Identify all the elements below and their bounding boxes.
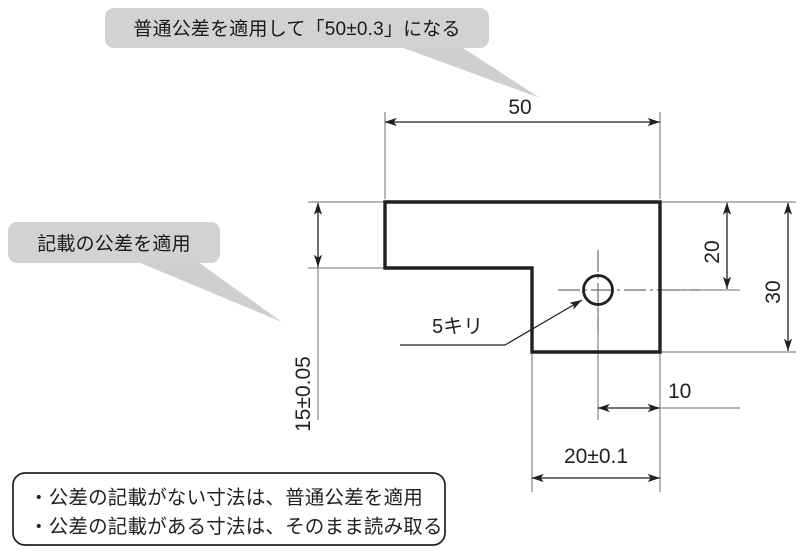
dim-label-width-50: 50 (508, 96, 531, 119)
dim-label-offset-20: 20±0.1 (564, 445, 628, 468)
hole-centre-lines (558, 250, 700, 332)
dim-label-offset-10: 10 (668, 380, 691, 403)
note-line-1: ・公差の記載がない寸法は、普通公差を適用 (29, 487, 423, 509)
note-line-2: ・公差の記載がある寸法は、そのまま読み取る (29, 516, 443, 538)
dim-label-height-20: 20 (701, 240, 724, 263)
callout-left-tail (138, 262, 282, 322)
callout-left-text: 記載の公差を適用 (37, 233, 191, 255)
callout-top-bubble[interactable] (105, 8, 489, 48)
drill-hole-circle (582, 274, 614, 306)
callout-left-bubble[interactable] (8, 222, 220, 263)
dim-label-height-15: 15±0.05 (292, 356, 315, 432)
dimension-lines (313, 117, 793, 483)
part-outline (383, 200, 662, 354)
callout-top-text: 普通公差を適用して「50±0.3」になる (133, 18, 460, 40)
note-box (12, 472, 446, 546)
callout-top-tail (398, 46, 540, 98)
dim-label-height-30: 30 (762, 280, 785, 303)
hole-note-label: 5キリ (432, 316, 483, 338)
hole-leader (400, 299, 583, 346)
